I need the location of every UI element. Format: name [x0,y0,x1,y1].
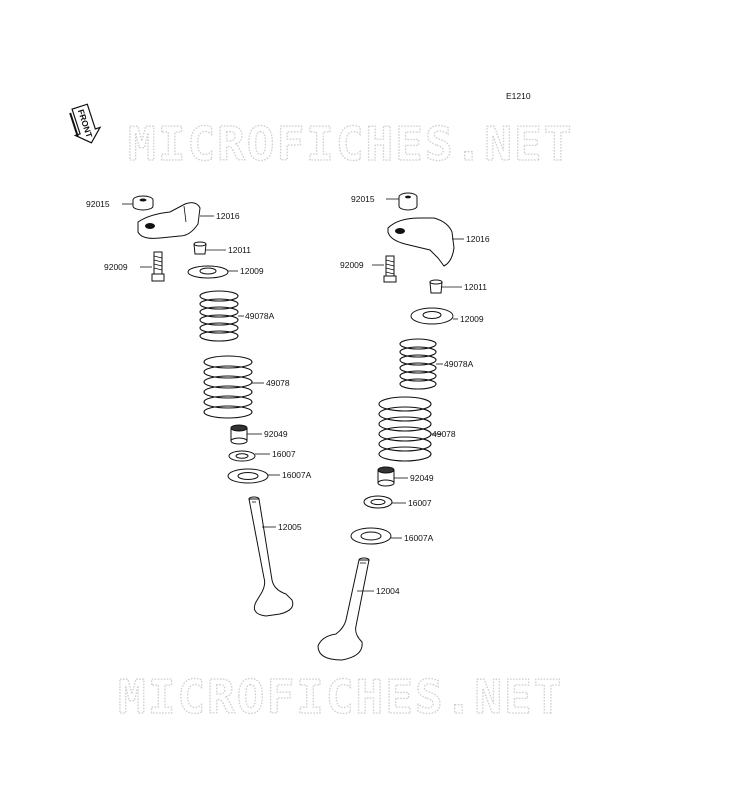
right-spring-seat [363,495,393,509]
right-label-spring-inner: 49078A [444,359,474,369]
left-label-seal: 92049 [264,429,288,439]
right-label-valve: 12004 [376,586,400,596]
left-label-spring-inner: 49078A [245,311,275,321]
right-label-rocker: 12016 [466,234,490,244]
right-spring-seat-a [350,527,392,545]
right-nut [398,192,418,211]
left-spring-seat-a [227,468,269,484]
watermark-bottom: MICROFICHES.NET [118,670,563,724]
right-label-seat-a: 16007A [404,533,434,543]
left-spring-seat [228,450,256,462]
left-retainer [187,265,229,279]
left-label-retainer: 12009 [240,266,264,276]
right-label-nut: 92015 [351,194,375,204]
left-label-nut: 92015 [86,199,110,209]
left-adjuster [193,241,207,255]
left-label-seat: 16007 [272,449,296,459]
right-inner-spring [399,338,437,390]
right-rocker-arm [387,217,455,267]
right-screw [383,255,397,283]
left-outer-spring [203,355,253,419]
left-label-screw: 92009 [104,262,128,272]
right-label-seat: 16007 [408,498,432,508]
right-retainer [410,307,454,325]
left-screw [151,251,165,282]
diagram-code: E1210 [506,91,531,101]
right-label-seal: 92049 [410,473,434,483]
right-label-adjuster: 12011 [464,282,487,292]
left-label-spring-outer: 49078 [266,378,290,388]
left-label-rocker: 12016 [216,211,240,221]
right-valve-seal [377,466,395,487]
left-valve-seal [230,424,248,445]
watermark-top: MICROFICHES.NET [128,117,573,171]
left-label-adjuster: 12011 [228,245,251,255]
right-outer-spring [378,396,432,462]
right-label-screw: 92009 [340,260,364,270]
right-label-spring-outer: 49078 [432,429,456,439]
left-inner-spring [199,290,239,342]
right-adjuster [429,279,443,294]
right-valve [317,557,370,661]
left-valve [248,496,294,617]
left-nut [132,195,154,211]
left-label-valve: 12005 [278,522,302,532]
right-label-retainer: 12009 [460,314,484,324]
front-arrow-icon: FRONT [69,103,102,144]
left-rocker-arm [137,202,201,239]
left-label-seat-a: 16007A [282,470,312,480]
